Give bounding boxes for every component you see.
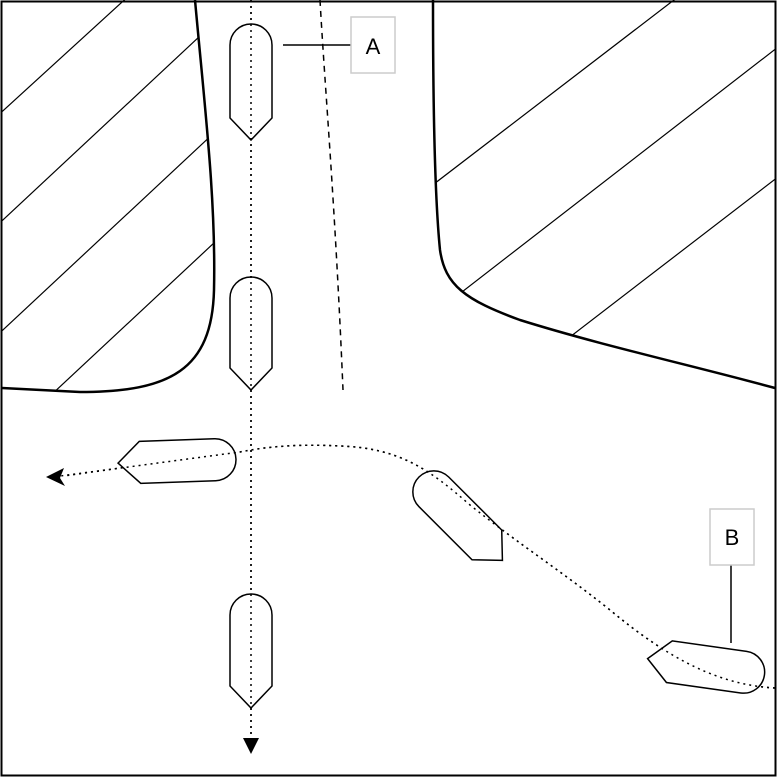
label-a-box [350, 16, 396, 74]
vessel-b-track-overlay [63, 444, 776, 689]
label-b-box [709, 508, 755, 566]
arrowhead-down-icon [243, 738, 259, 754]
left-shoreline [1, 0, 216, 394]
label-b: B [725, 525, 740, 550]
right-shoreline [431, 0, 776, 390]
channel-centerline [319, 0, 344, 391]
right-land-hatching [433, 0, 775, 361]
arrowhead-left-icon [46, 468, 65, 486]
vessel-b-position-1 [646, 640, 766, 694]
vessel-a-position-1 [229, 23, 273, 142]
vessel-a-position-2 [229, 276, 273, 392]
vessel-b-position-3 [116, 437, 237, 485]
label-a: A [366, 34, 381, 59]
vessel-a-position-3 [229, 593, 273, 710]
